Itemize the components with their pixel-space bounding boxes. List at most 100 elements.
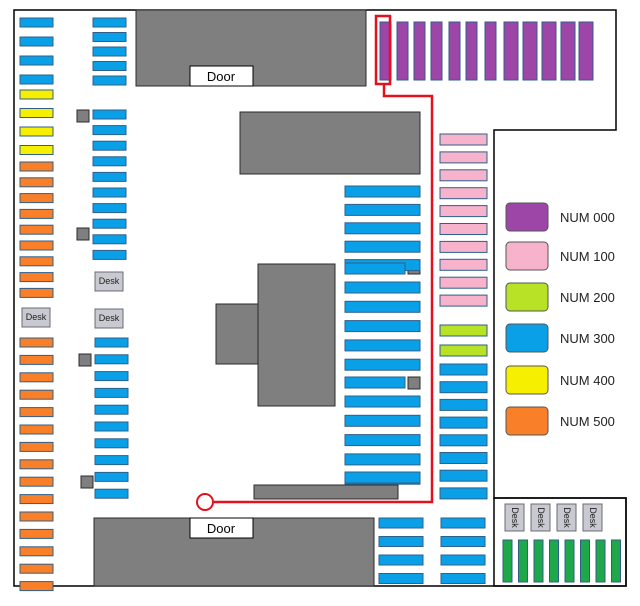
study-desk[interactable]: Desk (94, 308, 124, 329)
shelf-num-300[interactable] (439, 381, 488, 394)
shelf-num-300[interactable] (439, 469, 488, 482)
shelf-num-300[interactable] (94, 337, 129, 348)
shelf-num-300[interactable] (92, 234, 127, 245)
shelf-num-300[interactable] (439, 434, 488, 447)
shelf-num-500[interactable] (19, 287, 54, 298)
shelf-num-300[interactable] (344, 300, 421, 313)
shelf-num-500[interactable] (19, 563, 54, 574)
shelf-num-500[interactable] (19, 528, 54, 539)
shelf-num-100[interactable] (439, 169, 488, 182)
shelf-num-500[interactable] (19, 581, 54, 592)
shelf-num-300[interactable] (344, 185, 421, 198)
route-start-marker[interactable] (196, 493, 214, 511)
shelf-num-300[interactable] (94, 455, 129, 466)
shelf-num-500[interactable] (19, 272, 54, 283)
desk-station[interactable] (502, 539, 513, 583)
shelf-num-300[interactable] (344, 240, 421, 253)
shelf-num-300[interactable] (344, 262, 406, 275)
shelf-num-500[interactable] (19, 224, 54, 235)
shelf-num-300[interactable] (19, 74, 54, 85)
shelf-num-300[interactable] (344, 222, 421, 235)
shelf-num-100[interactable] (439, 240, 488, 253)
shelf-num-300[interactable] (94, 421, 129, 432)
study-desk[interactable]: Desk (94, 271, 124, 292)
shelf-num-300[interactable] (344, 358, 421, 371)
shelf-num-300[interactable] (440, 573, 486, 584)
shelf-num-300[interactable] (19, 36, 54, 47)
shelf-num-300[interactable] (94, 438, 129, 449)
shelf-num-300[interactable] (92, 156, 127, 167)
shelf-num-300[interactable] (344, 395, 421, 408)
study-desk[interactable]: Desk (21, 307, 51, 328)
shelf-num-000[interactable] (448, 21, 461, 81)
shelf-num-300[interactable] (19, 17, 54, 28)
shelf-num-500[interactable] (19, 407, 54, 418)
shelf-num-000[interactable] (430, 21, 443, 81)
shelf-num-100[interactable] (439, 205, 488, 218)
shelf-num-100[interactable] (439, 187, 488, 200)
shelf-num-100[interactable] (439, 294, 488, 307)
shelf-num-500[interactable] (19, 193, 54, 204)
shelf-num-300[interactable] (344, 471, 421, 484)
shelf-num-300[interactable] (92, 32, 127, 42)
study-desk[interactable]: Desk (504, 503, 525, 532)
shelf-num-300[interactable] (92, 249, 127, 260)
shelf-num-500[interactable] (19, 546, 54, 557)
shelf-num-300[interactable] (92, 125, 127, 136)
shelf-num-000[interactable] (578, 21, 594, 81)
shelf-num-300[interactable] (94, 404, 129, 415)
shelf-num-500[interactable] (19, 372, 54, 383)
shelf-num-300[interactable] (94, 471, 129, 482)
shelf-num-300[interactable] (439, 487, 488, 500)
route-target-shelf[interactable] (374, 14, 392, 86)
shelf-num-300[interactable] (92, 140, 127, 151)
shelf-num-300[interactable] (344, 339, 421, 352)
shelf-num-300[interactable] (344, 320, 421, 333)
desk-station[interactable] (580, 539, 590, 583)
shelf-num-500[interactable] (19, 511, 54, 522)
shelf-num-300[interactable] (344, 453, 421, 466)
shelf-num-500[interactable] (19, 494, 54, 505)
study-desk[interactable]: Desk (582, 503, 603, 532)
desk-station[interactable] (518, 539, 528, 583)
shelf-num-500[interactable] (19, 177, 54, 188)
shelf-num-300[interactable] (344, 376, 406, 389)
shelf-num-300[interactable] (92, 218, 127, 229)
shelf-num-500[interactable] (19, 161, 54, 172)
shelf-num-500[interactable] (19, 208, 54, 219)
shelf-num-000[interactable] (522, 21, 538, 81)
shelf-num-500[interactable] (19, 441, 54, 452)
shelf-num-500[interactable] (19, 354, 54, 365)
shelf-num-500[interactable] (19, 424, 54, 435)
shelf-num-000[interactable] (465, 21, 478, 81)
shelf-num-300[interactable] (92, 109, 127, 120)
shelf-num-300[interactable] (440, 517, 486, 529)
shelf-num-000[interactable] (560, 21, 576, 81)
desk-station[interactable] (564, 539, 575, 583)
study-desk[interactable]: Desk (530, 503, 551, 532)
shelf-num-200[interactable] (439, 344, 488, 357)
shelf-num-300[interactable] (19, 55, 54, 66)
bottom-door[interactable]: Door (189, 517, 254, 539)
study-desk[interactable]: Desk (556, 503, 577, 532)
desk-station[interactable] (611, 539, 621, 583)
shelf-num-100[interactable] (439, 133, 488, 146)
shelf-num-300[interactable] (440, 554, 486, 566)
shelf-num-100[interactable] (439, 276, 488, 289)
shelf-num-500[interactable] (19, 476, 54, 487)
shelf-num-500[interactable] (19, 240, 54, 251)
shelf-num-500[interactable] (19, 256, 54, 267)
desk-station[interactable] (595, 539, 606, 583)
shelf-num-400[interactable] (19, 108, 54, 118)
shelf-num-300[interactable] (378, 517, 424, 529)
shelf-num-500[interactable] (19, 389, 54, 400)
shelf-num-300[interactable] (94, 387, 129, 398)
shelf-num-300[interactable] (439, 398, 488, 411)
shelf-num-300[interactable] (92, 61, 127, 71)
shelf-num-400[interactable] (19, 145, 54, 155)
top-door[interactable]: Door (189, 65, 254, 87)
desk-station[interactable] (533, 539, 544, 583)
shelf-num-100[interactable] (439, 151, 488, 164)
shelf-num-300[interactable] (94, 371, 129, 382)
shelf-num-000[interactable] (396, 21, 409, 81)
